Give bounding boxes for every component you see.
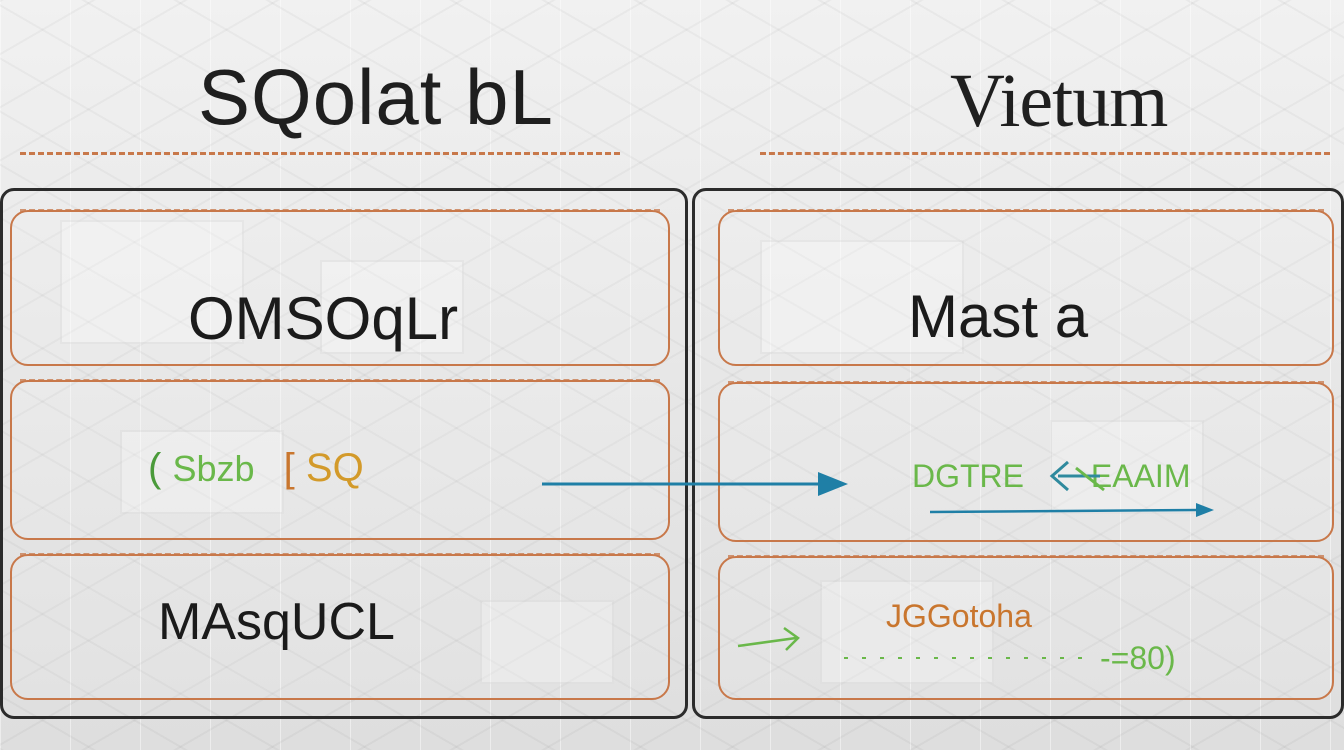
left-box-3 <box>10 553 670 700</box>
right-box-1-label: Mast a <box>908 283 1089 350</box>
left-arrow-icon <box>1049 460 1105 492</box>
left-panel <box>0 188 688 719</box>
left-box-1 <box>10 209 670 366</box>
right-box-1 <box>718 209 1334 366</box>
left-box-2-part2: [ <box>283 446 295 490</box>
left-box-2-open-paren: ( <box>148 446 162 490</box>
right-column-heading: Vietum <box>950 59 1168 143</box>
small-right-arrow-icon <box>737 626 800 651</box>
left-box-2-label: ( Sbzb [ SQ <box>148 446 364 491</box>
right-box-2-label: DGTRE EAAIM <box>912 458 1190 495</box>
left-column-heading: SQolat bL <box>198 53 554 141</box>
left-box-2-part1: Sbzb <box>172 448 255 489</box>
left-box-2 <box>10 379 670 540</box>
left-box-3-label: MAsqUCL <box>158 593 395 651</box>
left-box-2-part3: SQ <box>305 446 364 490</box>
right-box-3 <box>718 555 1334 700</box>
right-box-2 <box>718 381 1334 542</box>
left-heading-divider <box>20 152 620 155</box>
right-heading-divider <box>760 152 1330 155</box>
right-box-3-label-2: -=80) <box>1100 640 1176 676</box>
right-arrow-icon <box>542 472 848 496</box>
right-box-3-label-1: JGGotoha <box>886 598 1032 634</box>
left-box-1-label: OMSOqLr <box>188 285 459 352</box>
right-panel <box>692 188 1344 719</box>
underline-arrow-icon <box>929 503 1214 517</box>
right-box-2-part1: DGTRE <box>912 458 1024 494</box>
right-box-2-part2: EAAIM <box>1090 458 1191 494</box>
